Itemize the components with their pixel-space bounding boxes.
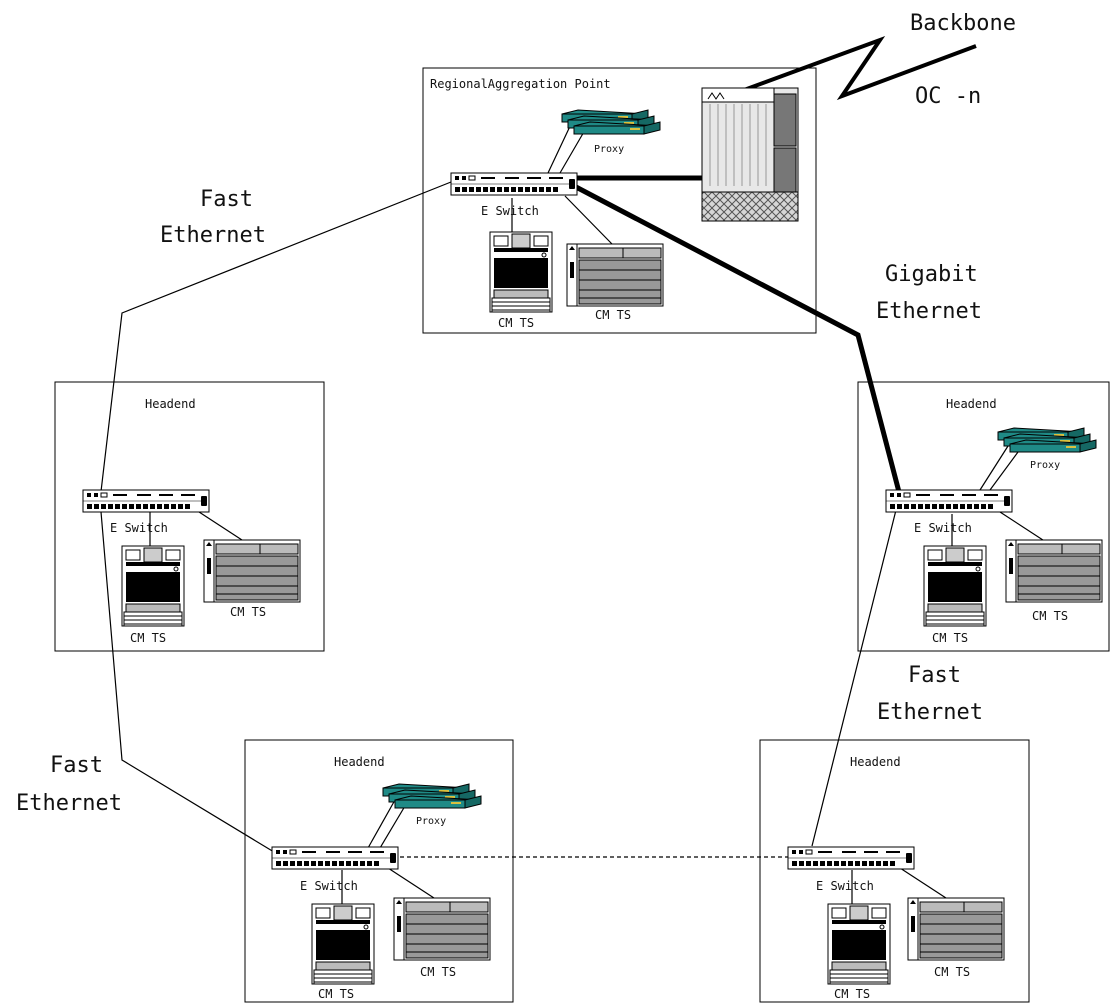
cmts-label: CM TS: [834, 987, 870, 1001]
fast-ethernet-label-1a: Fast: [200, 187, 253, 212]
switch-device: [271, 846, 399, 870]
cmts-label: CM TS: [934, 965, 970, 979]
cmts-tower-device: [827, 903, 891, 985]
headend-title: Headend: [946, 397, 997, 411]
cmts-label: CM TS: [595, 308, 631, 322]
cmts-rack-device: [907, 897, 1005, 961]
backbone-label: Backbone: [910, 11, 1016, 36]
headend-title: Headend: [145, 397, 196, 411]
switch-device: [885, 489, 1013, 513]
headend-bottom-left-box: [244, 739, 514, 1003]
proxy-label: Proxy: [1030, 460, 1060, 471]
cmts-label: CM TS: [1032, 609, 1068, 623]
switch-device: [787, 846, 915, 870]
cmts-tower-device: [489, 231, 553, 313]
cmts-label: CM TS: [318, 987, 354, 1001]
fast-ethernet-label-3a: Fast: [50, 753, 103, 778]
proxy-device: [382, 783, 482, 809]
cmts-rack-device: [566, 243, 664, 307]
fast-ethernet-label-1b: Ethernet: [160, 223, 266, 248]
headend-right-box: [857, 381, 1110, 652]
fast-ethernet-label-3b: Ethernet: [16, 791, 122, 816]
switch-label: E Switch: [481, 204, 539, 218]
gigabit-label-b: Ethernet: [876, 299, 982, 324]
cmts-rack-device: [203, 539, 301, 603]
proxy-label: Proxy: [416, 816, 446, 827]
regional-title: RegionalAggregation Point: [430, 77, 611, 91]
regional-aggregation-box: [422, 67, 817, 334]
cmts-tower-device: [121, 545, 185, 627]
core-router: [701, 87, 799, 222]
headend-right-site: Headend Proxy E Switch CM TS CM TS: [885, 397, 1103, 645]
headend-bottom-right-box: [759, 739, 1030, 1003]
switch-label: E Switch: [300, 879, 358, 893]
switch-label: E Switch: [816, 879, 874, 893]
cmts-rack-device: [393, 897, 491, 961]
cmts-label: CM TS: [230, 605, 266, 619]
fast-ethernet-label-2a: Fast: [908, 663, 961, 688]
cmts-label: CM TS: [932, 631, 968, 645]
switch-device: [82, 489, 210, 513]
switch-label: E Switch: [914, 521, 972, 535]
cmts-label: CM TS: [130, 631, 166, 645]
backbone-link: [743, 35, 977, 101]
proxy-device: [997, 427, 1097, 453]
switch-device: [450, 172, 578, 196]
headend-title: Headend: [850, 755, 901, 769]
headend-bottom-right-site: Headend E Switch CM TS CM TS: [787, 755, 1005, 1001]
headend-left-site: Headend E Switch CM TS CM TS: [82, 397, 301, 645]
switch-label: E Switch: [110, 521, 168, 535]
cmts-tower-device: [311, 903, 375, 985]
headend-title: Headend: [334, 755, 385, 769]
proxy-label: Proxy: [594, 144, 624, 155]
cmts-rack-device: [1005, 539, 1103, 603]
headend-bottom-left-site: Headend Proxy E Switch CM TS CM TS: [271, 755, 491, 1001]
gigabit-label-a: Gigabit: [885, 262, 978, 287]
fast-ethernet-link-right: [811, 493, 901, 847]
fast-ethernet-label-2b: Ethernet: [877, 700, 983, 725]
cmts-label: CM TS: [420, 965, 456, 979]
cmts-label: CM TS: [498, 316, 534, 330]
ocn-label: OC -n: [915, 84, 981, 109]
fast-ethernet-link-left: [99, 181, 452, 853]
gigabit-ethernet-link: [574, 184, 902, 493]
regional-aggregation-site: RegionalAggregation Point Proxy E Switch: [430, 77, 799, 330]
headend-left-box: [54, 381, 325, 652]
proxy-device: [561, 109, 661, 135]
cmts-tower-device: [923, 545, 987, 627]
